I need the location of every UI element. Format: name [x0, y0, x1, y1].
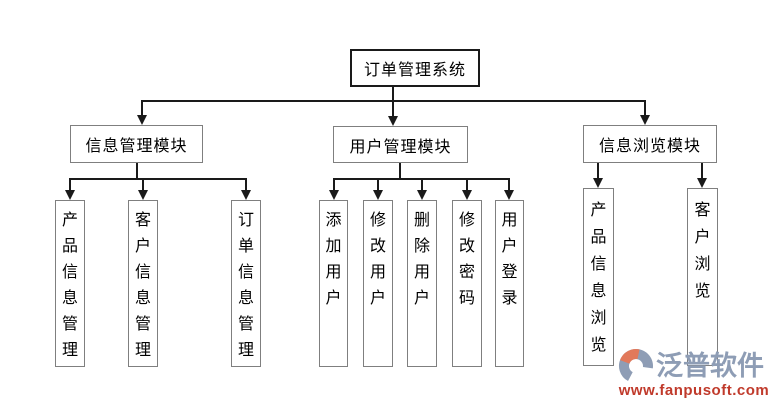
- module-node-label: 用户管理模块: [349, 138, 452, 156]
- leaf-node-customer-browse: 客户浏览: [687, 188, 718, 366]
- connector-root-stub: [392, 87, 394, 101]
- module-node-label: 信息管理模块: [85, 138, 188, 155]
- leaf-node-change-password: 修改密码: [452, 200, 482, 367]
- connector-drop-module3: [644, 100, 646, 117]
- leaf-node-label: 删除用户: [413, 212, 430, 307]
- connector-module1-horizontal: [69, 178, 247, 180]
- leaf-node-customer-info-management: 客户信息管理: [128, 200, 158, 367]
- fanpu-logo-icon: [616, 346, 656, 386]
- leaf-node-product-info-browse: 产品信息浏览: [583, 188, 614, 366]
- module-node-info-browse: 信息浏览模块: [583, 125, 717, 163]
- leaf-node-label: 产品信息管理: [61, 212, 78, 359]
- arrowhead-leaf: [241, 190, 251, 200]
- arrowhead-module2: [388, 116, 398, 126]
- connector-drop-module1: [141, 100, 143, 117]
- connector-drop-leaf: [142, 178, 144, 192]
- leaf-node-add-user: 添加用户: [319, 200, 348, 367]
- leaf-node-label: 修改用户: [369, 212, 386, 307]
- arrowhead-leaf: [593, 178, 603, 188]
- leaf-node-order-info-management: 订单信息管理: [231, 200, 261, 367]
- arrowhead-leaf: [462, 190, 472, 200]
- arrowhead-leaf: [65, 190, 75, 200]
- module-node-label: 信息浏览模块: [598, 138, 701, 155]
- root-node-order-management-system: 订单管理系统: [350, 49, 480, 87]
- leaf-node-product-info-management: 产品信息管理: [55, 200, 85, 367]
- leaf-node-label: 客户信息管理: [134, 212, 151, 359]
- connector-drop-leaf: [701, 163, 703, 179]
- connector-module1-stub: [136, 163, 138, 178]
- fanpu-brand-text: 泛普软件: [656, 351, 764, 381]
- connector-drop-leaf: [69, 178, 71, 192]
- leaf-node-label: 订单信息管理: [237, 212, 254, 359]
- connector-drop-leaf: [245, 178, 247, 192]
- connector-drop-leaf: [333, 178, 335, 192]
- connector-drop-leaf: [597, 163, 599, 179]
- root-node-label: 订单管理系统: [363, 62, 466, 79]
- leaf-node-user-login: 用户登录: [495, 200, 524, 367]
- arrowhead-leaf: [417, 190, 427, 200]
- arrowhead-leaf: [138, 190, 148, 200]
- fanpu-watermark: 泛普软件 www.fanpusoft.com: [616, 346, 771, 399]
- arrowhead-leaf: [504, 190, 514, 200]
- arrowhead-leaf: [697, 178, 707, 188]
- leaf-node-modify-user: 修改用户: [363, 200, 393, 367]
- connector-drop-leaf: [377, 178, 379, 192]
- leaf-node-label: 客户浏览: [694, 202, 711, 300]
- arrowhead-leaf: [373, 190, 383, 200]
- connector-drop-leaf: [421, 178, 423, 192]
- arrowhead-leaf: [329, 190, 339, 200]
- leaf-node-label: 用户登录: [501, 212, 518, 307]
- fanpu-url-text: www.fanpusoft.com: [618, 382, 770, 399]
- connector-drop-module2: [392, 100, 394, 117]
- leaf-node-delete-user: 删除用户: [407, 200, 437, 367]
- connector-drop-leaf: [466, 178, 468, 192]
- leaf-node-label: 添加用户: [325, 212, 342, 307]
- arrowhead-module1: [137, 115, 147, 125]
- leaf-node-label: 修改密码: [458, 212, 475, 307]
- arrowhead-module3: [640, 115, 650, 125]
- connector-module2-stub: [399, 163, 401, 178]
- module-node-user-management: 用户管理模块: [333, 126, 468, 163]
- leaf-node-label: 产品信息浏览: [590, 202, 607, 354]
- connector-drop-leaf: [508, 178, 510, 192]
- module-node-info-management: 信息管理模块: [70, 125, 203, 163]
